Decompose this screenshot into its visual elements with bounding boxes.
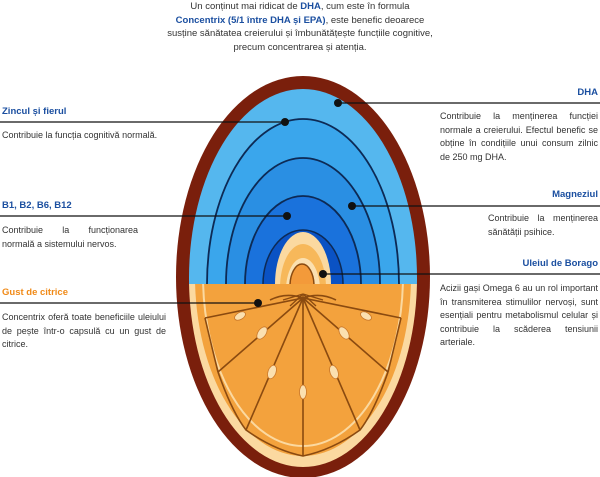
seed-core: [289, 263, 315, 284]
callout-borage-text: Acizii gași Omega 6 au un rol important …: [440, 283, 598, 347]
intro-brand: Concentrix (5/1 între DHA și EPA): [175, 14, 326, 26]
callout-zinc-text: Contribuie la funcția cognitivă normală.: [2, 130, 158, 140]
pointer-dot-vitb: [283, 212, 291, 220]
callout-dha-title: DHA: [577, 87, 598, 98]
callout-citrus-title: Gust de citrice: [2, 287, 68, 298]
pointer-dot-borage: [319, 270, 327, 278]
intro-text-1: Un conținut mai ridicat de: [190, 1, 301, 12]
intro-paragraph: Un conținut mai ridicat de DHA, cum este…: [160, 0, 440, 54]
center-burst: [282, 293, 324, 310]
callout-zinc-title: Zincul și fierul: [2, 106, 67, 117]
pointer-lines: [0, 102, 600, 304]
callout-vitb-title: B1, B2, B6, B12: [2, 200, 72, 211]
pointer-dot-citrus: [254, 299, 262, 307]
pointer-dot-magnesium: [348, 202, 356, 210]
pointer-dots: [254, 99, 356, 307]
callout-vitb-text: Contribuie la funcționarea normală a sis…: [2, 225, 138, 249]
orange-layers: [189, 284, 417, 467]
intro-text-2: , cum este în formula: [320, 1, 410, 12]
pointer-dot-zinc: [281, 118, 289, 126]
callout-dha-text: Contribuie la menținerea funcției normal…: [440, 111, 598, 162]
intro-text-3: , este benefic deoarece susține sănătate…: [167, 14, 433, 53]
blue-layers: [189, 89, 417, 284]
citrus-seeds: [234, 311, 372, 400]
callout-magnesium-text: Contribuie la menținerea sănătății psihi…: [488, 213, 598, 237]
callout-citrus-text: Concentrix oferă toate beneficiile uleiu…: [2, 312, 166, 349]
callout-magnesium-title: Magneziul: [552, 189, 598, 200]
intro-dha: DHA: [300, 1, 321, 12]
pointer-dot-dha: [334, 99, 342, 107]
callout-borage-title: Uleiul de Borago: [522, 258, 598, 269]
